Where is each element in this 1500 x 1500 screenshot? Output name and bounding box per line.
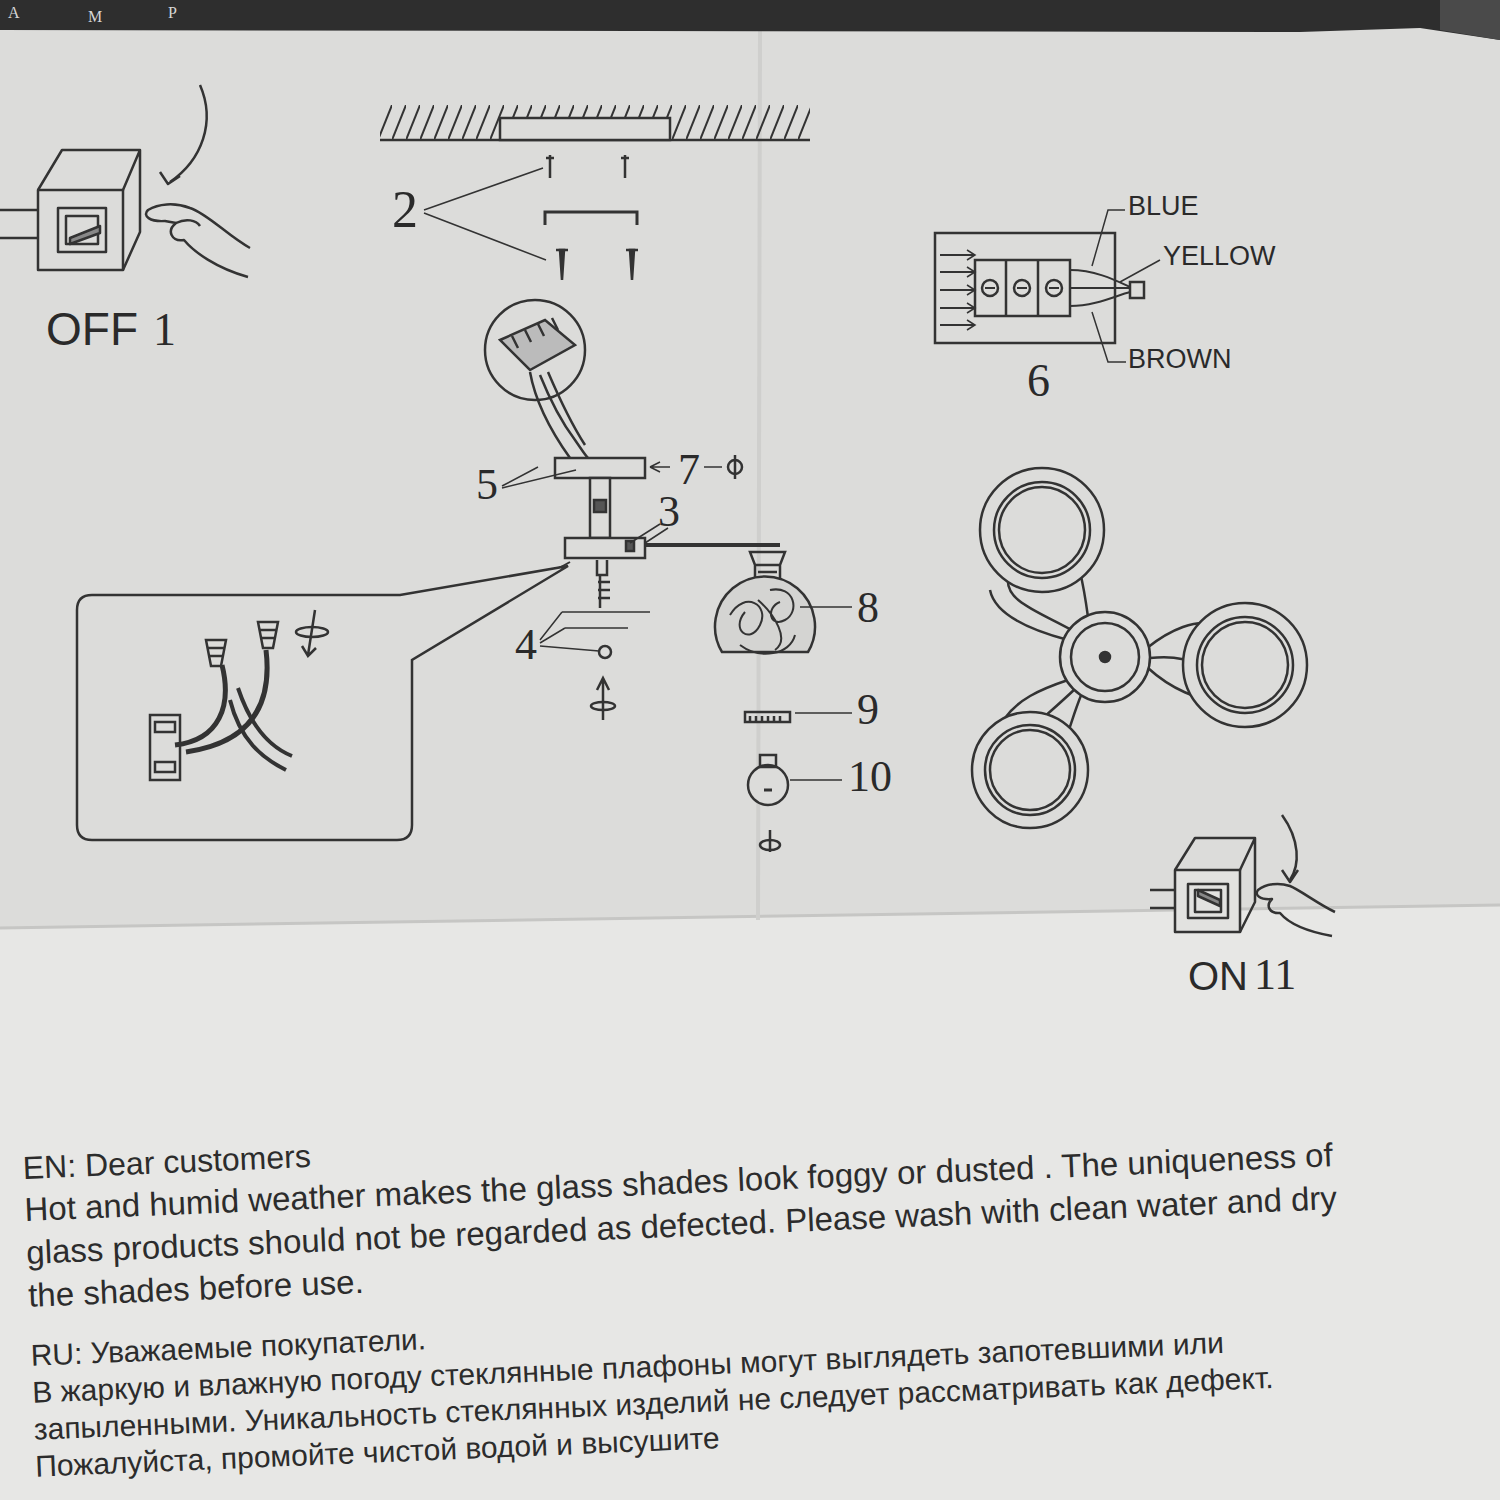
callout-number: 9	[857, 688, 879, 732]
ceiling-mount	[380, 105, 810, 280]
header-letter: P	[168, 5, 177, 21]
wire-color: BLUE	[1128, 193, 1199, 220]
step-number: 11	[1254, 953, 1296, 997]
callout-number: 7	[678, 448, 700, 492]
customer-notice: EN: Dear customersHot and humid weather …	[22, 1089, 1455, 1485]
callout-number: 3	[658, 490, 680, 534]
step-label: OFF	[46, 306, 138, 352]
callout-number: 6	[1027, 358, 1050, 404]
callout-number: 2	[392, 184, 418, 236]
chandelier-top-view	[972, 468, 1307, 828]
wire-color: BROWN	[1128, 346, 1232, 373]
power-switch-on	[1150, 815, 1335, 936]
header-letter: A	[8, 5, 20, 21]
step-label: ON	[1188, 956, 1248, 996]
callout-number: 10	[848, 755, 892, 799]
wire-detail-callout	[77, 566, 568, 840]
terminal-block	[935, 210, 1160, 362]
callout-number: 5	[476, 463, 498, 507]
canopy-and-crossbar	[485, 300, 785, 720]
step-number: 1	[153, 307, 176, 353]
shade-ring-bulb	[715, 576, 852, 852]
wire-color: YELLOW	[1163, 243, 1276, 270]
header-letter: M	[88, 9, 102, 25]
power-switch-off	[0, 85, 250, 277]
callout-number: 8	[857, 586, 879, 630]
callout-number: 4	[515, 623, 537, 667]
